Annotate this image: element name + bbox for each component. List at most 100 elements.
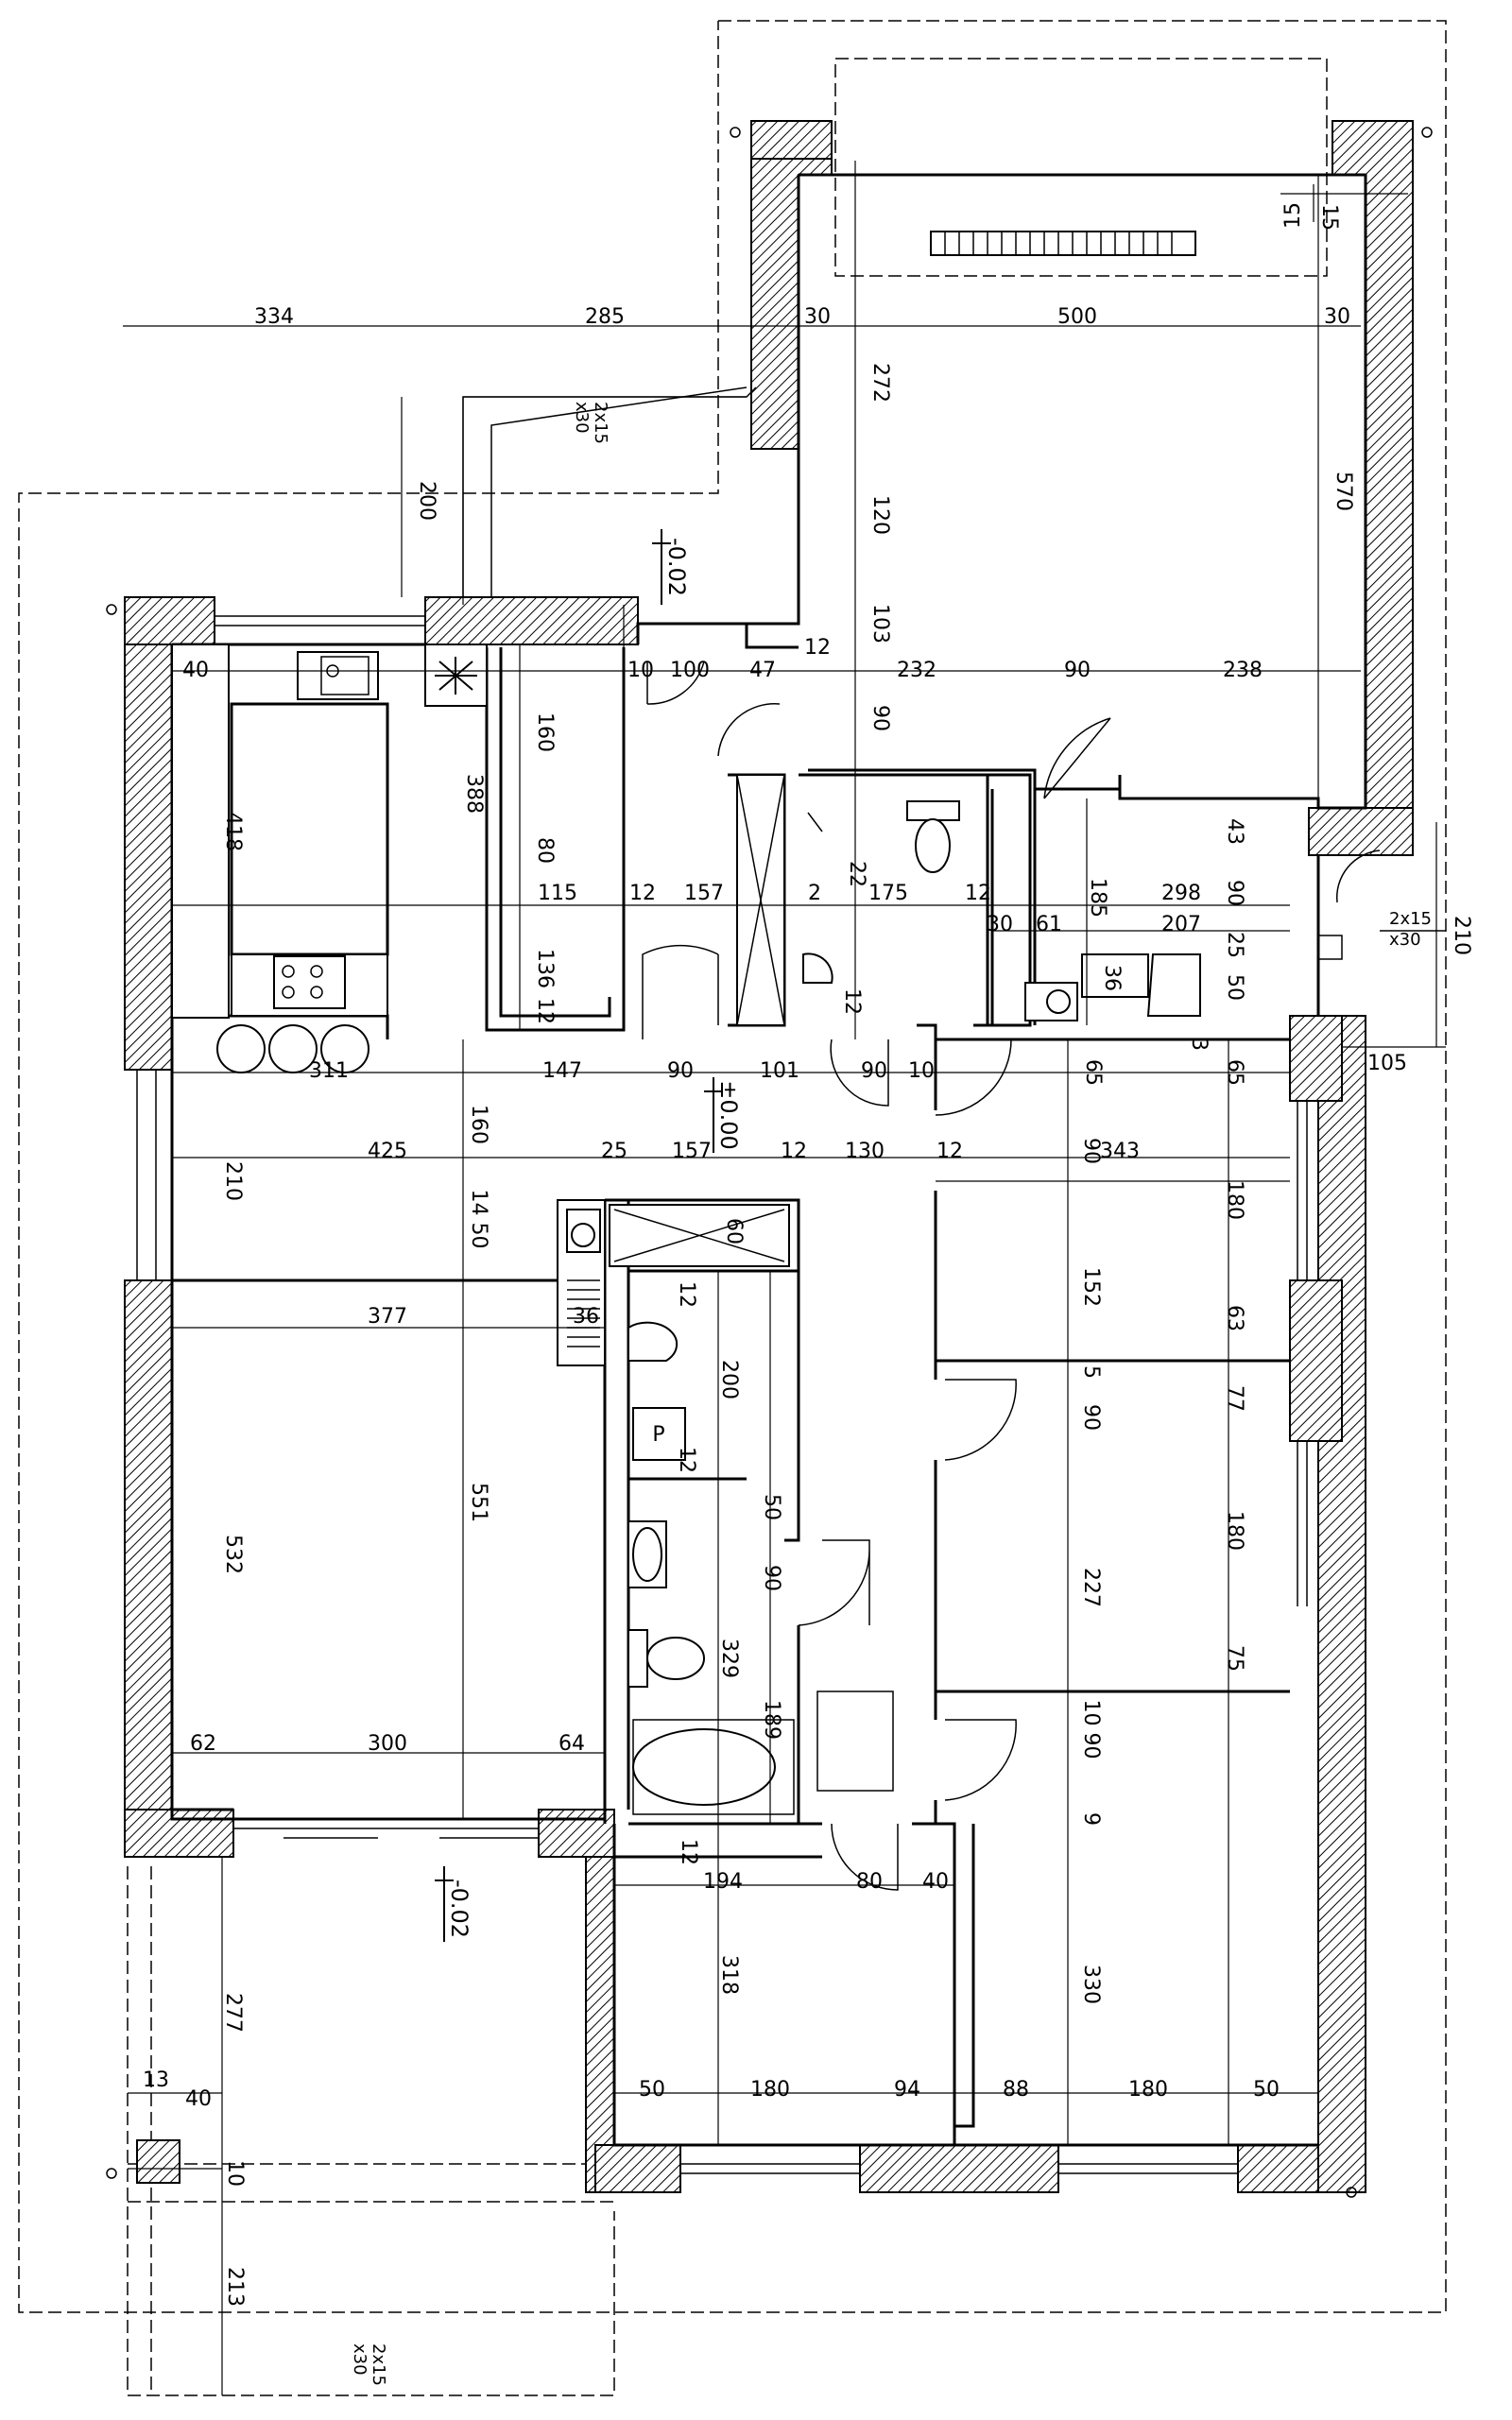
dim-12: 12 bbox=[677, 1839, 700, 1865]
dim-40: 40 bbox=[182, 659, 209, 682]
dim-88: 88 bbox=[1003, 2078, 1029, 2102]
dim-50: 50 bbox=[639, 2078, 665, 2102]
wardrobe bbox=[609, 774, 790, 1267]
window-note-bottom-line1: 2x15 bbox=[369, 2343, 388, 2386]
dim-425: 425 bbox=[368, 1140, 407, 1163]
dim-77: 77 bbox=[1223, 1385, 1246, 1412]
dim-120: 120 bbox=[868, 495, 892, 535]
dim-377: 377 bbox=[368, 1305, 407, 1329]
dim-136: 136 bbox=[533, 949, 557, 988]
dim-343: 343 bbox=[1100, 1140, 1140, 1163]
dim-90: 90 bbox=[1079, 1138, 1103, 1164]
dim-160: 160 bbox=[533, 712, 557, 752]
dim-418: 418 bbox=[221, 812, 245, 851]
dim-570: 570 bbox=[1332, 472, 1355, 511]
dim-40: 40 bbox=[922, 1870, 949, 1894]
dim-75: 75 bbox=[1223, 1645, 1246, 1672]
dim-47: 47 bbox=[749, 659, 776, 682]
kitchen-counter bbox=[171, 644, 488, 1073]
dim-15: 15 bbox=[1317, 204, 1341, 231]
dim-90: 90 bbox=[1064, 659, 1091, 682]
level-terrace: -0.02 bbox=[446, 1879, 472, 1938]
dim-334: 334 bbox=[254, 305, 294, 329]
dim-90: 90 bbox=[760, 1565, 783, 1591]
dim-90: 90 bbox=[1079, 1404, 1103, 1431]
pantry-label: P bbox=[652, 1423, 664, 1447]
dimension-lines bbox=[123, 161, 1446, 2395]
dim-14-50: 14 50 bbox=[467, 1190, 490, 1249]
dim-160: 160 bbox=[467, 1105, 490, 1144]
dim-80: 80 bbox=[856, 1870, 883, 1894]
window-note-bottom-line2: x30 bbox=[350, 2343, 369, 2376]
window-note-top-line1: 2x15 bbox=[591, 402, 610, 444]
doors bbox=[642, 661, 1381, 1891]
dim-12: 12 bbox=[629, 882, 656, 905]
dim-180: 180 bbox=[1223, 1180, 1246, 1220]
utility-room-fixtures bbox=[1024, 953, 1201, 1021]
dim-9: 9 bbox=[1079, 1812, 1103, 1826]
dim-272: 272 bbox=[868, 363, 892, 403]
dim-152: 152 bbox=[1079, 1267, 1103, 1307]
dim-330: 330 bbox=[1079, 1965, 1103, 2004]
dim-10: 10 bbox=[908, 1059, 935, 1083]
dim-175: 175 bbox=[868, 882, 908, 905]
dim-3: 3 bbox=[1187, 1038, 1211, 1051]
dim-10-90: 10 90 bbox=[1079, 1700, 1103, 1759]
dim-10: 10 bbox=[627, 659, 654, 682]
dim-232: 232 bbox=[897, 659, 936, 682]
dim-12: 12 bbox=[781, 1140, 807, 1163]
dim-25: 25 bbox=[601, 1140, 627, 1163]
dim-298: 298 bbox=[1161, 882, 1201, 905]
dim-94: 94 bbox=[894, 2078, 920, 2102]
dim-103: 103 bbox=[868, 604, 892, 644]
windows bbox=[136, 615, 1343, 2174]
dim-2: 2 bbox=[808, 882, 821, 905]
gas-burner-icon bbox=[435, 657, 477, 695]
dim-65: 65 bbox=[1081, 1059, 1105, 1086]
dim-180: 180 bbox=[1223, 1511, 1246, 1551]
dim-500: 500 bbox=[1057, 305, 1097, 329]
dim-285: 285 bbox=[585, 305, 625, 329]
dim-200: 200 bbox=[415, 481, 438, 521]
interior-walls bbox=[170, 173, 1367, 2147]
roof-outline bbox=[18, 20, 1447, 2396]
dim-12: 12 bbox=[936, 1140, 963, 1163]
dim-194: 194 bbox=[703, 1870, 743, 1894]
dim-12: 12 bbox=[533, 998, 557, 1024]
dim-207: 207 bbox=[1161, 913, 1201, 936]
dimension-labels: 334 285 30 500 30 272 120 103 570 200 40… bbox=[143, 202, 1473, 2307]
exterior-walls bbox=[124, 120, 1414, 2193]
dim-90: 90 bbox=[868, 705, 892, 731]
dim-180: 180 bbox=[1128, 2078, 1168, 2102]
dim-551: 551 bbox=[467, 1483, 490, 1522]
dim-13: 13 bbox=[143, 2068, 169, 2092]
dim-318: 318 bbox=[717, 1955, 741, 1995]
dim-210: 210 bbox=[1450, 916, 1473, 955]
dim-157: 157 bbox=[684, 882, 724, 905]
dim-180: 180 bbox=[750, 2078, 790, 2102]
dim-147: 147 bbox=[542, 1059, 582, 1083]
dim-36: 36 bbox=[1100, 965, 1124, 991]
bathroom-fixtures bbox=[557, 1199, 894, 1815]
dim-12: 12 bbox=[840, 988, 864, 1015]
dim-62: 62 bbox=[190, 1732, 216, 1756]
dim-105: 105 bbox=[1367, 1052, 1407, 1075]
dim-115: 115 bbox=[538, 882, 577, 905]
dim-388: 388 bbox=[462, 774, 486, 814]
dim-60: 60 bbox=[722, 1218, 746, 1244]
dim-300: 300 bbox=[368, 1732, 407, 1756]
dim-10: 10 bbox=[223, 2160, 247, 2187]
level-main: ±0.00 bbox=[715, 1080, 742, 1150]
dim-50: 50 bbox=[1253, 2078, 1280, 2102]
dim-213: 213 bbox=[223, 2267, 247, 2307]
dim-101: 101 bbox=[760, 1059, 799, 1083]
dim-50: 50 bbox=[760, 1494, 783, 1520]
dim-185: 185 bbox=[1086, 878, 1109, 918]
window-note-bottom: 2x15 x30 bbox=[350, 2343, 388, 2392]
dim-12: 12 bbox=[965, 882, 991, 905]
level-markers bbox=[435, 386, 1446, 1942]
level-entry: -0.02 bbox=[663, 538, 690, 596]
dim-61: 61 bbox=[1036, 913, 1062, 936]
dim-90: 90 bbox=[667, 1059, 694, 1083]
